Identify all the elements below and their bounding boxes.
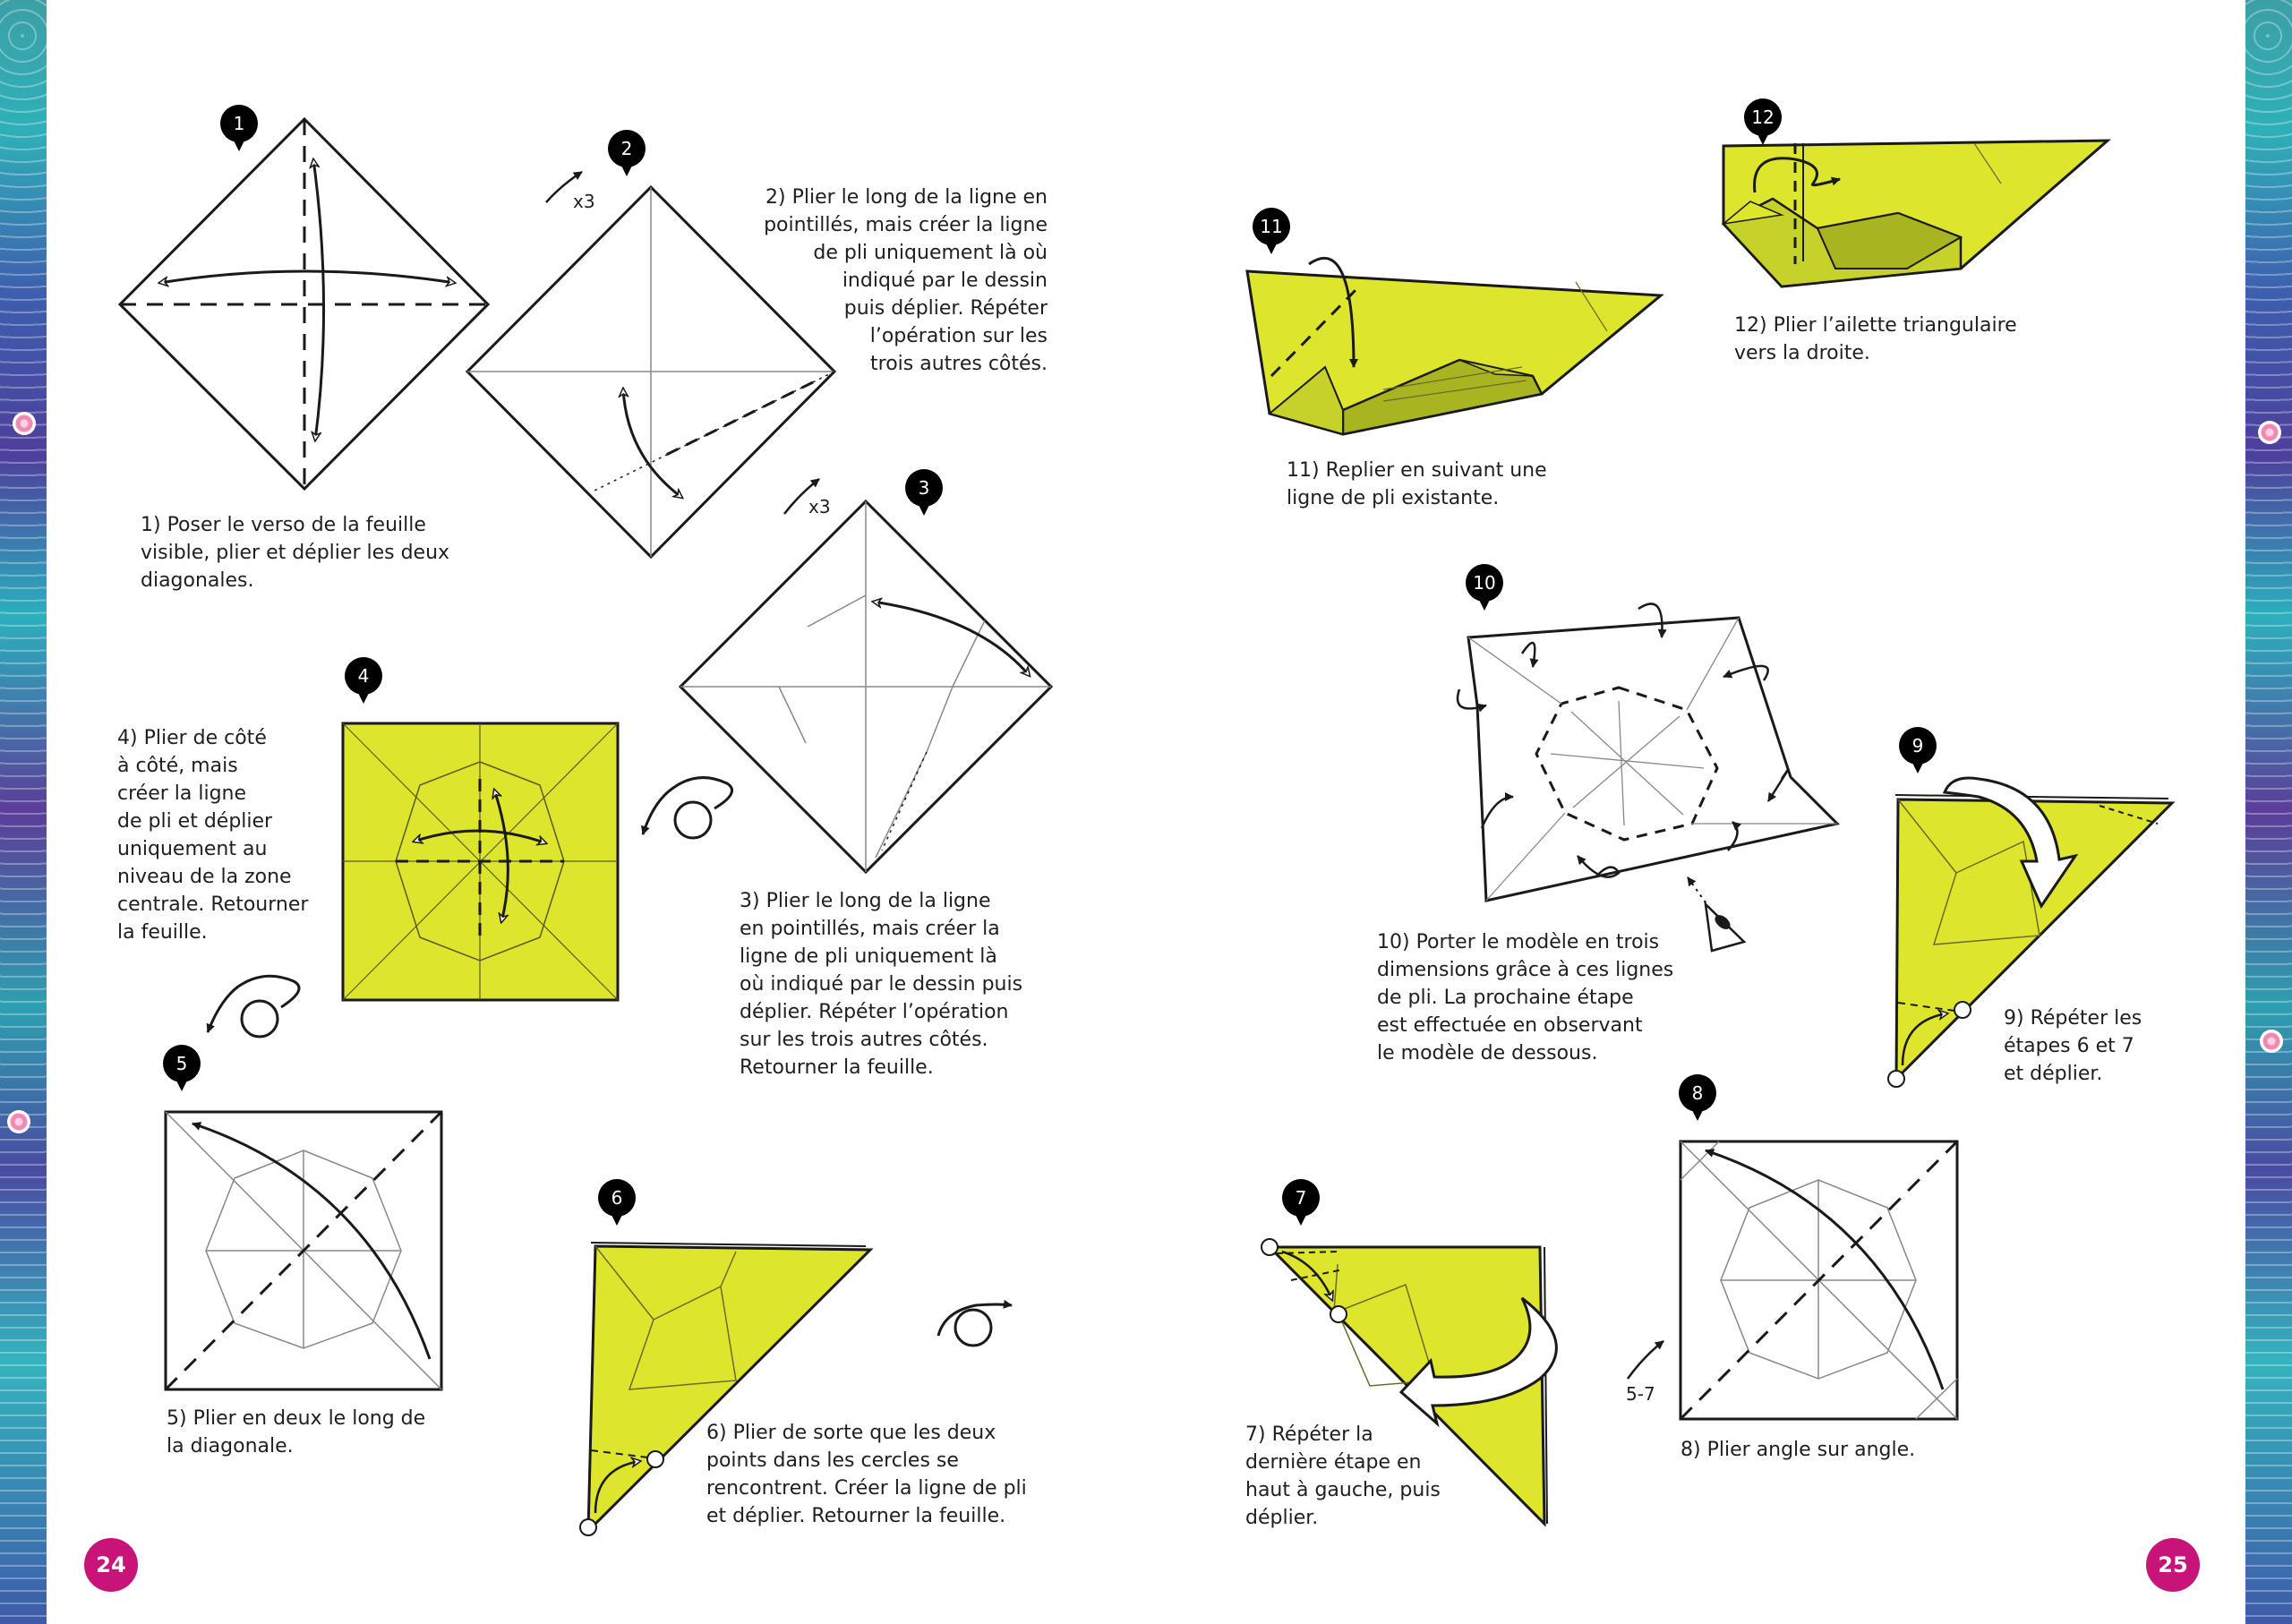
step-6-diagram: [579, 1242, 874, 1536]
step-6-instruction: 6) Plier de sorte que les deux points da…: [706, 1422, 1027, 1527]
turn-over-icon: [206, 974, 301, 1039]
step-2-repeat-count: x3: [573, 191, 595, 212]
step-4-marker-icon: 4: [345, 657, 382, 704]
step-12-diagram: [1721, 139, 2112, 288]
step-3-repeat-count: x3: [808, 496, 831, 517]
flower-icon: [2258, 421, 2281, 444]
step-7-number: 7: [1295, 1187, 1307, 1209]
step-10-number: 10: [1473, 572, 1496, 594]
step-9-number: 9: [1911, 735, 1924, 756]
step-5-number: 5: [175, 1053, 188, 1074]
step-11-diagram: [1245, 256, 1664, 436]
right-decorative-border: [2245, 0, 2292, 1624]
step-4-diagram: [341, 722, 620, 1002]
step-7-instruction: 7) Répéter la dernière étape en haut à g…: [1245, 1423, 1441, 1529]
step-1-diagram: [117, 116, 491, 491]
flower-icon: [2260, 1030, 2283, 1053]
step-11-marker-icon: 11: [1253, 208, 1290, 254]
step-2-marker-icon: 2: [608, 130, 646, 176]
step-9-diagram: [1887, 776, 2176, 1088]
wave-pattern: [2245, 0, 2292, 1624]
step-2-number: 2: [620, 138, 633, 159]
step-7-marker-icon: 7: [1282, 1179, 1320, 1226]
step-8-number: 8: [1691, 1082, 1704, 1104]
left-decorative-border: [0, 0, 47, 1624]
step-12-marker-icon: 12: [1744, 98, 1782, 145]
turn-over-icon: [936, 1299, 1013, 1347]
step-4-instruction: 4) Plier de côté à côté, mais créer la l…: [117, 727, 309, 944]
step-11-instruction: 11) Replier en suivant une ligne de pli …: [1287, 459, 1547, 509]
step-9-instruction: 9) Répéter les étapes 6 et 7 et déplier.: [2004, 1007, 2142, 1085]
step-10-instruction: 10) Porter le modèle en trois dimensions…: [1377, 931, 1674, 1064]
step-11-number: 11: [1260, 216, 1283, 237]
step-9-marker-icon: 9: [1899, 727, 1937, 774]
step-5-diagram: [164, 1110, 443, 1391]
flower-icon: [7, 1110, 30, 1133]
step-3-number: 3: [918, 477, 930, 499]
step-4-number: 4: [357, 665, 370, 687]
eye-icon: [1704, 901, 1747, 953]
step-10-diagram: [1456, 603, 1840, 910]
step-10-marker-icon: 10: [1466, 564, 1503, 611]
turn-over-icon: [641, 776, 734, 840]
page-number-right: 25: [2146, 1538, 2200, 1592]
step-2-diagram: [465, 170, 837, 560]
flower-icon: [13, 412, 36, 435]
step-3-diagram: [678, 478, 1054, 875]
step-6-number: 6: [611, 1187, 623, 1209]
step-3-marker-icon: 3: [905, 469, 943, 516]
step-7-diagram: [1261, 1238, 1558, 1527]
step-6-marker-icon: 6: [598, 1179, 636, 1226]
step-12-number: 12: [1751, 107, 1775, 128]
step-5-instruction: 5) Plier en deux le long de la diagonale…: [167, 1407, 426, 1457]
step-2-instruction: 2) Plier le long de la ligne en pointill…: [764, 186, 1048, 375]
page-number-left: 24: [84, 1538, 138, 1592]
step-8-marker-icon: 8: [1679, 1074, 1716, 1121]
step-12-instruction: 12) Plier l’ailette triangulaire vers la…: [1734, 314, 2017, 364]
step-1-number: 1: [233, 113, 245, 134]
step-8-repeat-count: 5-7: [1626, 1383, 1655, 1405]
wave-pattern: [0, 0, 47, 1624]
step-5-marker-icon: 5: [163, 1045, 201, 1091]
step-8-instruction: 8) Plier angle sur angle.: [1681, 1439, 1916, 1461]
step-1-marker-icon: 1: [220, 105, 258, 151]
step-3-instruction: 3) Plier le long de la ligne en pointill…: [740, 890, 1023, 1079]
step-8-diagram: [1626, 1140, 1959, 1421]
step-1-instruction: 1) Poser le verso de la feuille visible,…: [141, 514, 450, 592]
